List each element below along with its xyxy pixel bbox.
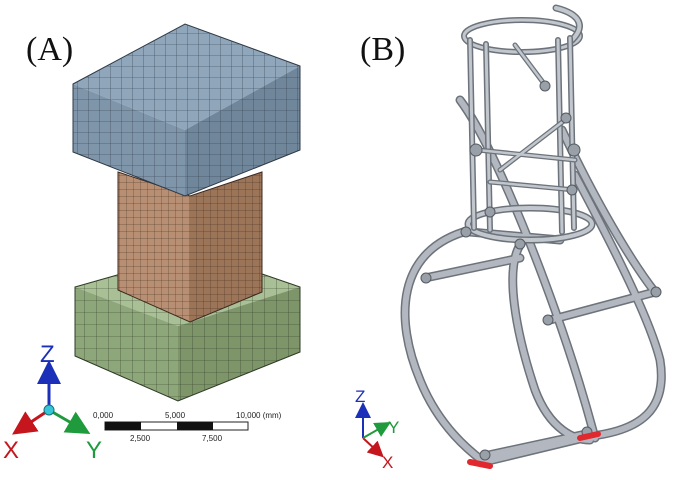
axis-a-z-label: Z	[40, 341, 55, 368]
axis-triad-a: Z X Y	[3, 341, 102, 464]
axis-b-y-label: Y	[388, 418, 399, 437]
axis-b-z-label: Z	[355, 387, 365, 406]
axis-a-x-label: X	[3, 437, 19, 464]
scale-tick-5000: 5,000	[165, 411, 186, 420]
scale-tick-7500: 7,500	[202, 434, 223, 443]
panel-a-label: (A)	[26, 31, 73, 68]
panel-b: (B)	[355, 4, 666, 472]
panel-b-label: (B)	[360, 31, 405, 68]
scale-tick-10000: 10,000 (mm)	[236, 411, 282, 420]
top-block	[72, 23, 301, 197]
support-frame	[400, 4, 666, 469]
column	[117, 171, 263, 323]
scale-bar: 0,000 5,000 10,000 (mm) 2,500 7,500	[93, 411, 282, 443]
axis-b-x-label: X	[382, 453, 393, 472]
axis-a-y-label: Y	[86, 437, 102, 464]
axis-triad-b: Z X Y	[355, 387, 399, 472]
scale-tick-2500: 2,500	[130, 434, 151, 443]
panel-a: (A)	[3, 23, 301, 464]
scale-tick-0: 0,000	[93, 411, 114, 420]
